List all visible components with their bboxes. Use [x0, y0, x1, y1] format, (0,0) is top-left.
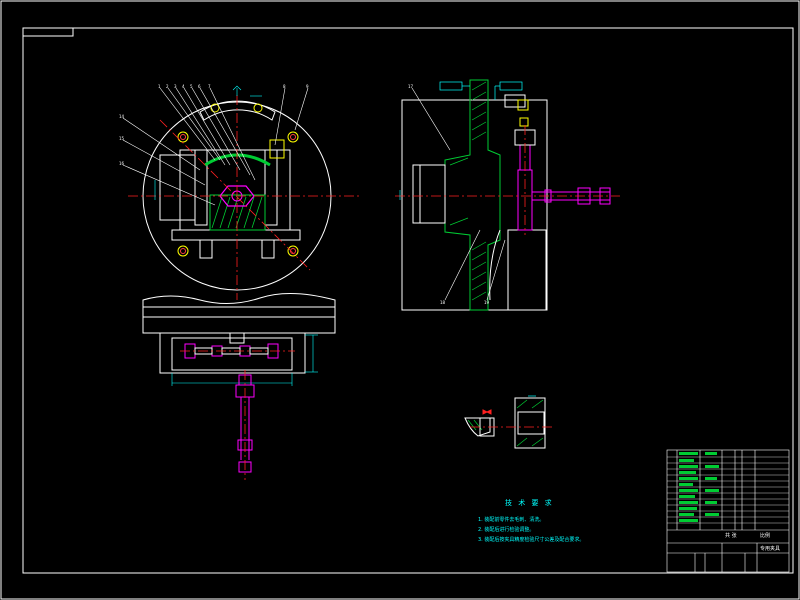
- balloon-1: 1: [158, 84, 161, 89]
- side-block-left: [159, 154, 196, 221]
- tolerance-frames: [439, 81, 523, 100]
- balloon-3: 3: [174, 84, 177, 89]
- title-block-part-entries: [679, 452, 719, 522]
- side-section-view: 17 18 19: [395, 79, 620, 311]
- balloon-4: 4: [182, 84, 185, 89]
- balloon-17: 17: [408, 84, 414, 89]
- bracket: [507, 229, 547, 311]
- title-block-drawing-name: 专用夹具: [760, 546, 781, 552]
- detail-view: [464, 395, 555, 449]
- bolt-holes: [177, 103, 299, 257]
- balloon-15: 15: [119, 136, 125, 141]
- title-block-rows: [667, 456, 789, 524]
- requirement-item: 3. 装配后按夹具精度检验尺寸公差及配合要求。: [478, 537, 585, 543]
- balloon-7: 7: [208, 84, 211, 89]
- balloon-9: 9: [306, 84, 309, 89]
- balloon-6: 6: [198, 84, 201, 89]
- v-block: [209, 194, 266, 231]
- base-plate: [171, 229, 301, 241]
- bore: [412, 164, 446, 224]
- flange-section: [444, 79, 501, 311]
- dimension-top-view: [171, 334, 318, 386]
- title-block-scale-label: 比例: [760, 533, 771, 539]
- drawing-number-box: [22, 27, 74, 37]
- leader-lines-front: [122, 87, 309, 206]
- balloon-18: 18: [440, 300, 446, 305]
- balloon-16: 16: [119, 161, 125, 166]
- title-block-sheet-label: 共 张: [725, 533, 737, 539]
- balloon-8: 8: [283, 84, 286, 89]
- balloon-14: 14: [119, 114, 125, 119]
- top-view: [142, 292, 336, 480]
- balloon-19: 19: [484, 300, 490, 305]
- centerlines-side: [395, 125, 620, 235]
- technical-requirements-title: 技 术 要 求: [505, 499, 554, 507]
- front-view: 1 2 3 4 5 6 7 8 9 14 15 16: [119, 84, 360, 300]
- side-clamp: [517, 144, 611, 231]
- requirement-item: 1. 装配前零件去毛刺、清洗。: [478, 517, 545, 523]
- arc-slot: [199, 100, 276, 121]
- balloon-5: 5: [190, 84, 193, 89]
- table-break-line: [142, 292, 336, 308]
- requirement-item: 2. 装配后进行检验调整。: [478, 527, 535, 533]
- dimension-front: [154, 85, 262, 200]
- fixture-base-top: [159, 332, 306, 374]
- centerlines-front: [128, 95, 360, 300]
- balloon-2: 2: [166, 84, 169, 89]
